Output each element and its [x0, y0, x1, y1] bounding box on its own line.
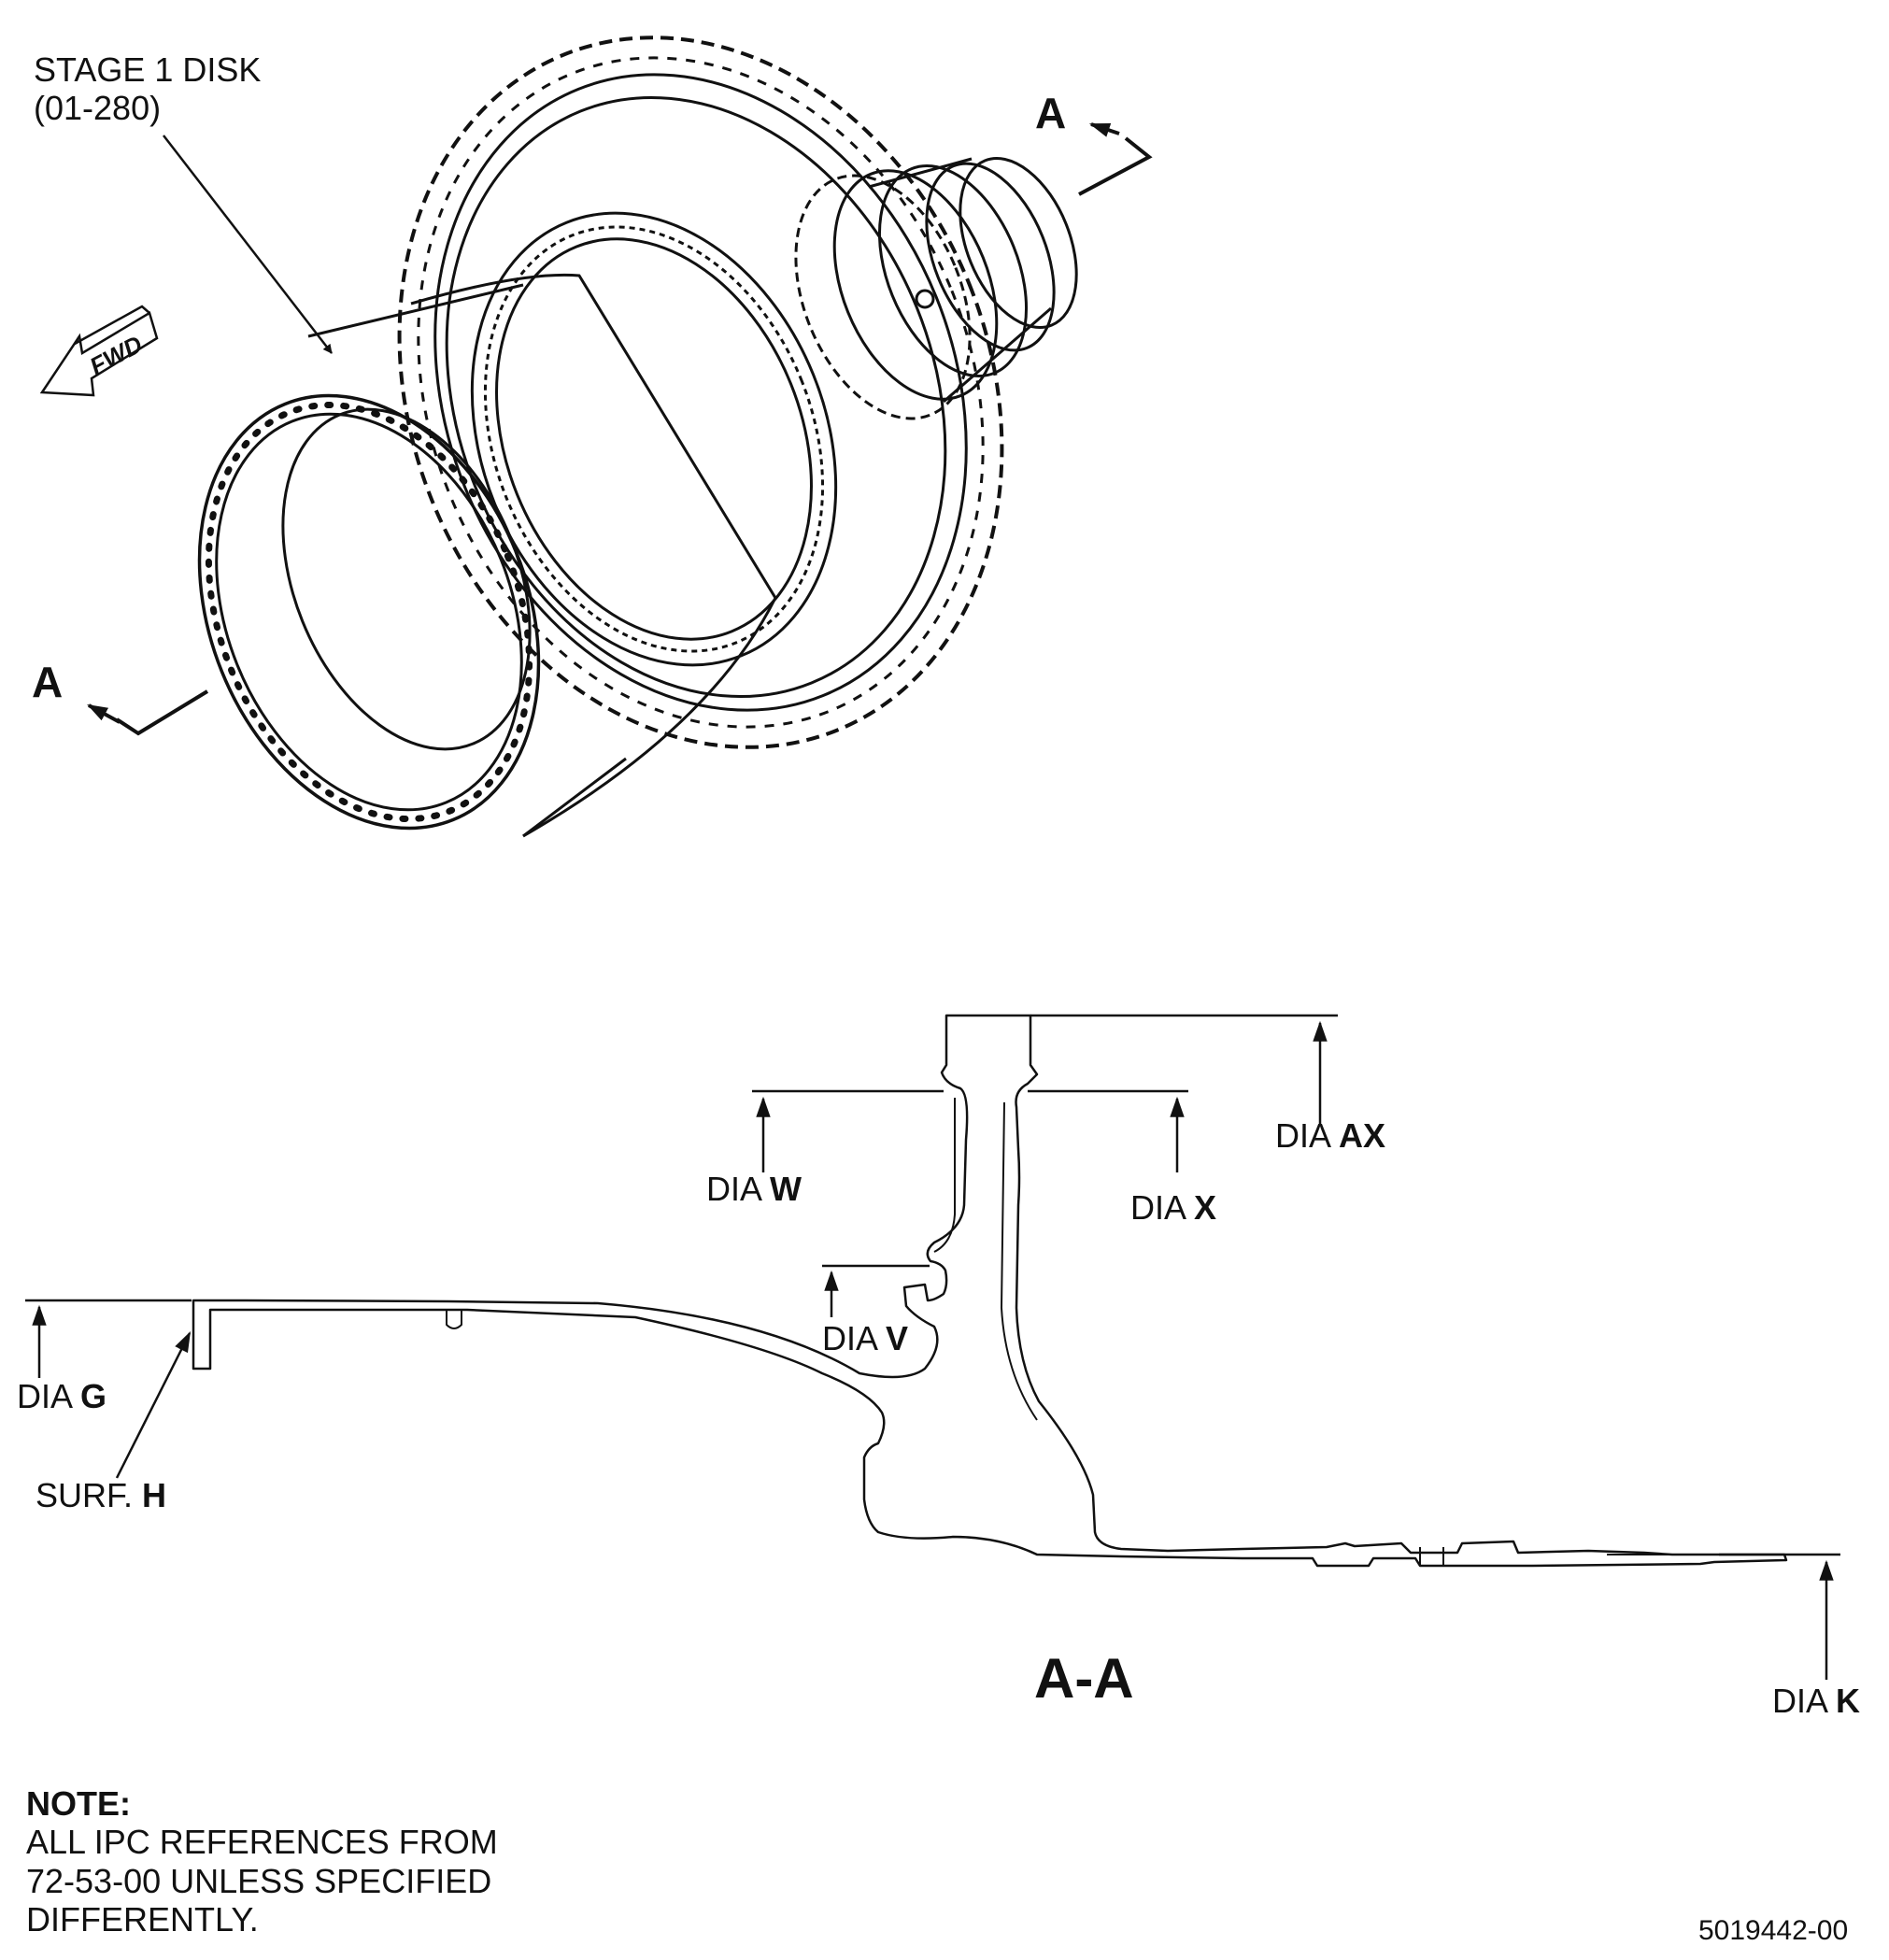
dim-label-g: DIA G	[17, 1377, 107, 1415]
surf-label-h-letter: H	[142, 1476, 167, 1514]
forward-drum	[197, 273, 777, 838]
surf-label-h: SURF. H	[36, 1476, 166, 1514]
dim-label-k: DIA K	[1772, 1682, 1860, 1720]
note-heading: NOTE:	[26, 1784, 131, 1823]
dim-label-v-prefix: DIA	[822, 1319, 887, 1357]
dim-label-v-letter: V	[886, 1319, 909, 1357]
disk-web-face	[445, 95, 947, 699]
callout-line2: (01-280)	[34, 89, 162, 128]
dim-label-ax-prefix: DIA	[1275, 1116, 1340, 1155]
section-marker-top: A	[1035, 89, 1067, 137]
note-line1: ALL IPC REFERENCES FROM	[26, 1823, 498, 1862]
callout-leader	[163, 135, 333, 354]
note-line3: DIFFERENTLY.	[26, 1900, 259, 1939]
section-marker-bottom: A	[32, 658, 64, 706]
dim-label-w-letter: W	[770, 1170, 802, 1208]
section-cut-arrow-top	[1078, 122, 1153, 196]
callout-label: STAGE 1 DISK (01-280)	[34, 50, 261, 128]
dim-label-w: DIA W	[706, 1170, 802, 1208]
callout-line1: STAGE 1 DISK	[34, 50, 262, 89]
dim-label-x-letter: X	[1194, 1188, 1217, 1227]
dim-label-w-prefix: DIA	[706, 1170, 771, 1208]
disk-rim-serrations	[397, 36, 1004, 749]
dim-label-v: DIA V	[822, 1319, 908, 1357]
dim-label-x-prefix: DIA	[1130, 1188, 1195, 1227]
dim-label-g-letter: G	[80, 1377, 107, 1415]
section-title: A-A	[1034, 1647, 1134, 1710]
dim-label-x: DIA X	[1130, 1188, 1216, 1227]
dim-label-g-prefix: DIA	[17, 1377, 81, 1415]
dim-label-ax-letter: AX	[1339, 1116, 1386, 1155]
aft-shaft	[794, 157, 1078, 420]
section-cut-arrow-bottom	[87, 689, 209, 736]
figure-number: 5019442-00	[1698, 1915, 1849, 1946]
stage1-disk-iso-view	[39, 36, 1153, 838]
dim-label-k-prefix: DIA	[1772, 1682, 1837, 1720]
dim-label-k-letter: K	[1836, 1682, 1861, 1720]
inner-bolt-ring	[483, 225, 825, 653]
fwd-arrow-icon	[39, 305, 159, 397]
note-block: NOTE: ALL IPC REFERENCES FROM 72-53-00 U…	[26, 1784, 498, 1939]
note-line2: 72-53-00 UNLESS SPECIFIED	[26, 1861, 492, 1900]
dimension-lines	[25, 1014, 1840, 1680]
disk-post-outline	[192, 1014, 1788, 1568]
dim-label-ax: DIA AX	[1275, 1116, 1385, 1155]
section-a-a-profile	[192, 1014, 1788, 1568]
surf-label-h-prefix: SURF.	[36, 1476, 143, 1514]
